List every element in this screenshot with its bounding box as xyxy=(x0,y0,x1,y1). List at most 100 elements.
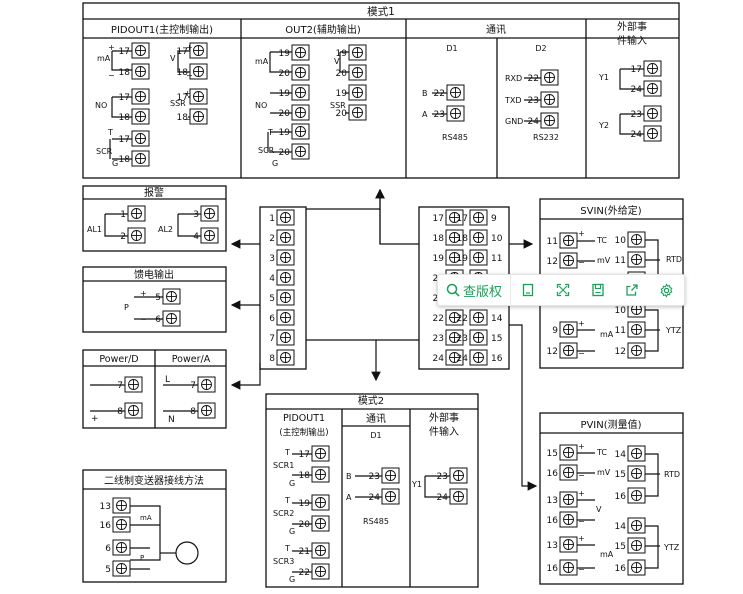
terminal-screw-icon xyxy=(559,559,578,576)
terminal-number: 6 xyxy=(155,315,161,325)
label: T xyxy=(284,544,290,553)
terminal-screw-icon xyxy=(189,88,208,105)
terminal-screw-icon xyxy=(200,205,219,222)
pvin-terminal-16: 16 xyxy=(547,464,578,481)
settings-button[interactable] xyxy=(649,275,684,305)
main-terminal-2: 2 xyxy=(269,229,295,246)
main-terminal-19-b: 19 xyxy=(457,249,488,266)
mode2-title: 模式2 xyxy=(358,394,384,407)
wire xyxy=(134,296,163,320)
terminal-screw-icon xyxy=(469,229,488,246)
main-terminal-22: 22 xyxy=(433,309,464,326)
svin-terminal-12: 12 xyxy=(547,252,578,269)
label: − xyxy=(578,565,585,574)
main-terminal-23: 23 xyxy=(433,329,464,346)
svin-terminal-r-10: 10 xyxy=(615,301,646,318)
main-terminal-8: 8 xyxy=(269,349,295,366)
terminal-number: 17 xyxy=(299,450,310,460)
power-a-terminal-7: 7 xyxy=(190,376,216,393)
pvin-terminal-r-15: 15 xyxy=(615,537,646,554)
d1-terminal-22: 22 xyxy=(434,84,465,101)
expand-button[interactable] xyxy=(546,275,581,305)
terminal-screw-icon xyxy=(276,249,295,266)
mode2-terminal-19: 19 xyxy=(299,494,330,511)
terminal-screw-icon xyxy=(131,88,150,105)
twowire-terminal-5: 5 xyxy=(105,560,131,577)
pvin-terminal-r-14: 14 xyxy=(615,517,646,534)
power-d-header: Power/D xyxy=(99,354,138,365)
feed-panel xyxy=(82,266,227,333)
feed-terminal-6: 6 xyxy=(155,310,181,327)
label: mV xyxy=(597,256,611,265)
label: − xyxy=(578,349,585,358)
terminal-number: 13 xyxy=(547,541,558,551)
alarm-terminal-3: 3 xyxy=(193,205,219,222)
terminal-number: 12 xyxy=(547,347,558,357)
terminal-screw-icon xyxy=(291,84,310,101)
mode2-ext-terminal-24: 24 xyxy=(437,488,468,505)
pvin-terminal-r-15: 15 xyxy=(615,465,646,482)
terminal-number: 16 xyxy=(615,564,627,574)
terminal-number: 15 xyxy=(491,334,502,344)
terminal-screw-icon xyxy=(627,487,646,504)
label: − xyxy=(578,471,585,480)
wire xyxy=(619,68,644,90)
terminal-number: 12 xyxy=(615,347,626,357)
page-view-button[interactable] xyxy=(511,275,546,305)
wire xyxy=(104,213,128,237)
label: + xyxy=(186,43,193,52)
d2-terminal-23: 23 xyxy=(528,91,559,108)
pvin-terminal-16: 16 xyxy=(547,511,578,528)
terminal-screw-icon xyxy=(559,511,578,528)
terminal-number: 24 xyxy=(369,493,381,503)
mode1-title: 模式1 xyxy=(367,5,395,18)
d1-terminal-23: 23 xyxy=(434,105,465,122)
save-button[interactable] xyxy=(580,275,615,305)
label: G xyxy=(289,575,295,584)
terminal-screw-icon xyxy=(627,517,646,534)
terminal-screw-icon xyxy=(200,227,219,244)
d2-terminal-22: 22 xyxy=(528,69,559,86)
pvin-terminal-r-14: 14 xyxy=(615,445,646,462)
mode2-ext-terminal-23: 23 xyxy=(437,467,468,484)
terminal-number: 9 xyxy=(552,326,558,336)
wire xyxy=(267,131,292,153)
gear-icon xyxy=(660,282,673,298)
terminal-number: 24 xyxy=(457,354,469,364)
pidout1-terminal-17: 17 xyxy=(119,130,150,147)
label: A xyxy=(346,493,352,502)
label: + xyxy=(578,489,585,498)
terminal-screw-icon xyxy=(291,123,310,140)
pidout1-terminal-18: 18 xyxy=(177,63,208,80)
main-terminal-24-b: 24 xyxy=(457,349,488,366)
terminal-screw-icon xyxy=(348,104,367,121)
share-button[interactable] xyxy=(615,275,650,305)
wire xyxy=(109,138,132,160)
rs485-label: RS485 xyxy=(442,133,468,142)
terminal-screw-icon xyxy=(627,251,646,268)
terminal-screw-icon xyxy=(449,488,468,505)
terminal-screw-icon xyxy=(189,108,208,125)
terminal-screw-icon xyxy=(311,542,330,559)
mode2-terminal-17: 17 xyxy=(299,445,330,462)
label: + xyxy=(91,414,99,424)
terminal-number: 24 xyxy=(528,117,540,127)
label: YTZ xyxy=(665,326,682,335)
wire xyxy=(645,453,660,497)
wire xyxy=(292,453,312,573)
terminal-number: 24 xyxy=(437,493,449,503)
mode2-ext-header: 外部事 xyxy=(429,411,459,424)
copyright-check-button[interactable]: 查版权 xyxy=(438,275,512,305)
label: + xyxy=(578,442,585,451)
mode2-link xyxy=(306,339,381,382)
terminal-number: 18 xyxy=(433,234,445,244)
search-icon xyxy=(446,283,460,297)
label: SCR2 xyxy=(273,509,294,518)
label: TXD xyxy=(504,96,522,105)
label: SCR3 xyxy=(273,557,294,566)
d2-terminal-24: 24 xyxy=(528,112,559,129)
label: TC xyxy=(596,448,607,457)
ext-terminal-24: 24 xyxy=(631,80,662,97)
terminal-number: 18 xyxy=(119,155,131,165)
out2-terminal-19: 19 xyxy=(279,44,310,61)
